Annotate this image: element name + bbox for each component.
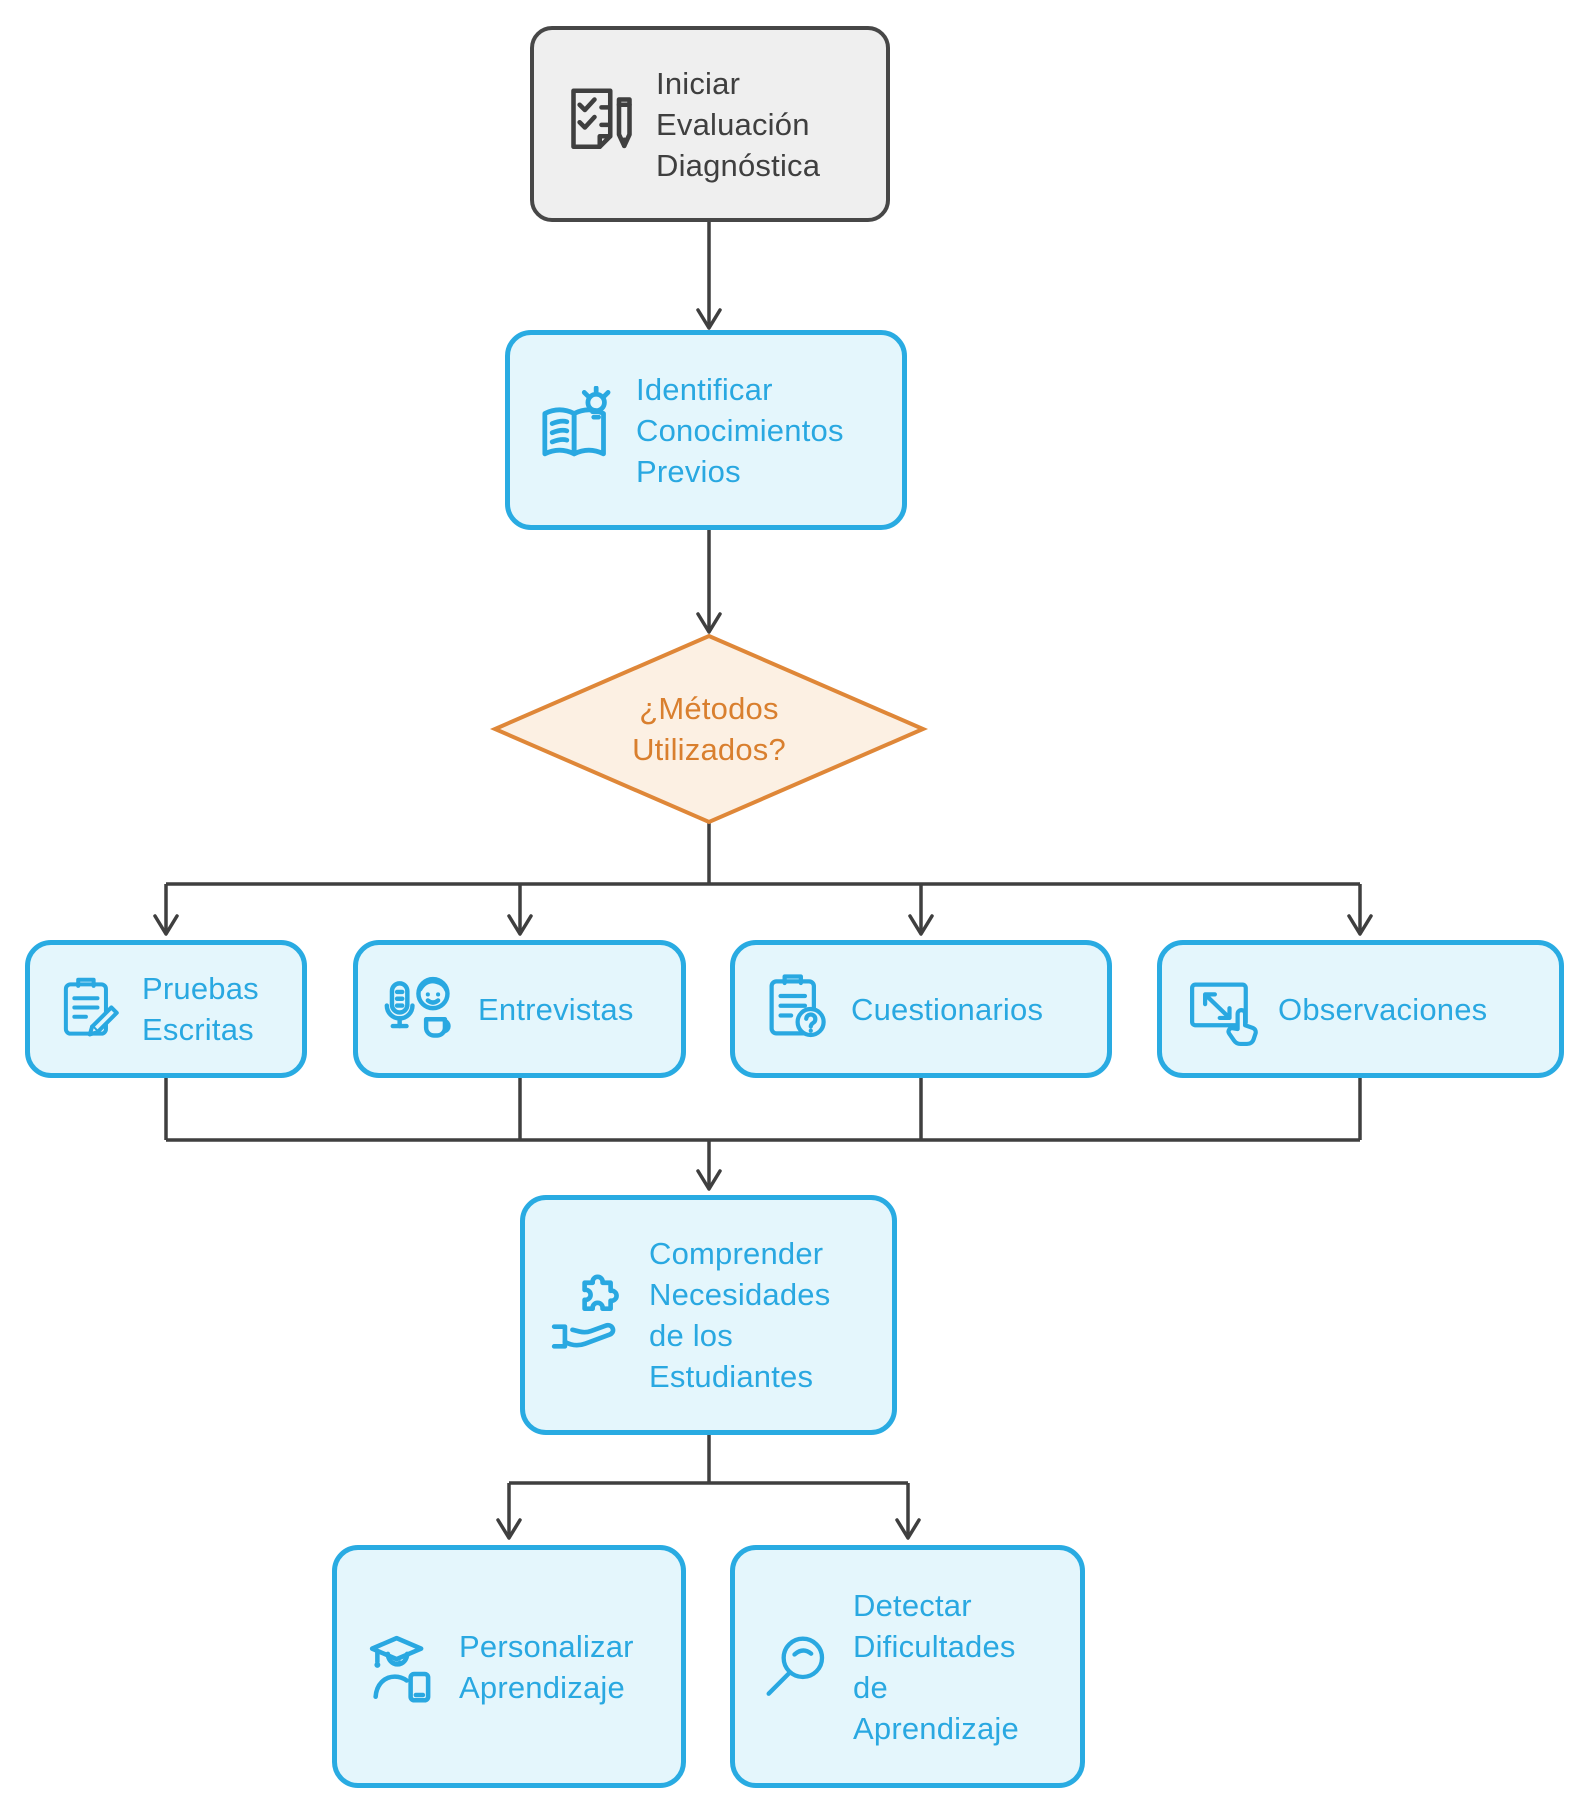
clipboard-question-icon [769, 974, 826, 1038]
clipboard-pencil-icon [63, 977, 119, 1037]
node-label: ¿Métodos Utilizados? [632, 691, 786, 767]
microphone-person-icon [384, 976, 451, 1038]
node-label: Pruebas Escritas [142, 971, 259, 1047]
decision-diamond [489, 633, 929, 825]
node-label: Observaciones [1278, 991, 1488, 1027]
node-label: Entrevistas [478, 991, 634, 1027]
node-cuestionarios: Cuestionarios [730, 940, 1112, 1078]
node-iniciar-evaluacion: Iniciar Evaluación Diagnóstica [530, 26, 890, 222]
magnifier-eye-icon [766, 1636, 825, 1696]
node-comprender-necesidades: Comprender Necesidades de los Estudiante… [520, 1195, 897, 1435]
node-entrevistas: Entrevistas [353, 940, 686, 1078]
book-lightbulb-icon [542, 386, 611, 457]
node-identificar-conocimientos: Identificar Conocimientos Previos [505, 330, 907, 530]
node-metodos-utilizados: ¿Métodos Utilizados? [549, 667, 869, 791]
node-label: Iniciar Evaluación Diagnóstica [656, 65, 821, 183]
checklist-pen-icon [571, 88, 632, 150]
node-label: Cuestionarios [851, 991, 1044, 1027]
node-detectar-dificultades: Detectar Dificultades de Aprendizaje [730, 1545, 1085, 1788]
node-label: Identificar Conocimientos Previos [636, 371, 844, 489]
hand-puzzle-icon [551, 1274, 619, 1349]
node-observaciones: Observaciones [1157, 940, 1564, 1078]
node-personalizar-aprendizaje: Personalizar Aprendizaje [332, 1545, 686, 1788]
node-label: Comprender Necesidades de los Estudiante… [649, 1236, 831, 1394]
graduate-device-icon [369, 1635, 431, 1703]
node-pruebas-escritas: Pruebas Escritas [25, 940, 307, 1078]
node-label: Personalizar Aprendizaje [459, 1628, 634, 1705]
screen-touch-icon [1190, 982, 1258, 1047]
node-label: Detectar Dificultades de Aprendizaje [853, 1587, 1019, 1746]
